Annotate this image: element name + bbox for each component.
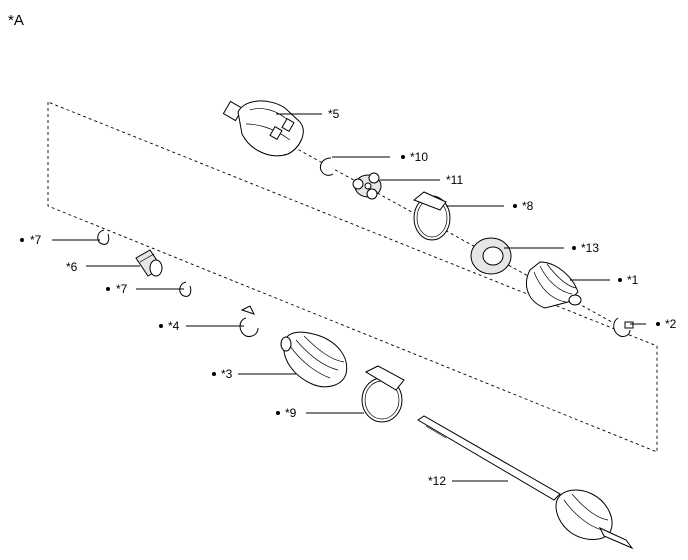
- callout-9: *9: [276, 406, 364, 420]
- callout-4-label: *4: [168, 319, 180, 333]
- callout-7-upper-label: *7: [30, 233, 42, 247]
- callout-13: *13: [504, 241, 599, 255]
- callout-2-label: *2: [665, 317, 677, 331]
- callout-8-bullet: [513, 204, 517, 208]
- callout-11-label: *11: [446, 173, 463, 187]
- part-3-outboard-boot: [280, 331, 348, 388]
- callout-8-label: *8: [522, 199, 534, 213]
- callout-7-lower-bullet: [106, 287, 110, 291]
- part-8-boot-clamp: [413, 191, 451, 241]
- callout-10-label: *10: [410, 150, 428, 164]
- part-7-ring-lower: [179, 281, 192, 297]
- callout-8: *8: [446, 199, 534, 213]
- callout-5-label: *5: [328, 107, 340, 121]
- view-label: *A: [8, 12, 24, 29]
- part-4-clamp: [239, 305, 259, 337]
- callout-9-label: *9: [285, 406, 297, 420]
- callout-2-bullet: [656, 322, 660, 326]
- part-5-joint-housing: [222, 100, 304, 157]
- callout-4: *4: [159, 319, 244, 333]
- part-11-tripod: [352, 172, 382, 200]
- callout-7-lower: *7: [106, 282, 184, 296]
- callout-3: *3: [212, 367, 296, 381]
- callout-2: *2: [630, 317, 677, 331]
- callout-6-label: *6: [66, 260, 78, 274]
- callout-3-label: *3: [221, 367, 233, 381]
- callout-6: *6: [66, 260, 140, 274]
- part-6-damper: [135, 249, 163, 277]
- callout-1: *1: [570, 273, 639, 287]
- callout-3-bullet: [212, 372, 216, 376]
- callout-4-bullet: [159, 324, 163, 328]
- callout-12-label: *12: [428, 474, 446, 488]
- part-9-boot-clamp: [361, 365, 405, 423]
- callout-7-upper-bullet: [20, 238, 24, 242]
- callout-10-bullet: [401, 155, 405, 159]
- callout-1-bullet: [618, 278, 622, 282]
- callout-11: *11: [380, 173, 463, 187]
- callout-13-label: *13: [581, 241, 599, 255]
- callout-5: *5: [276, 107, 340, 121]
- part-10-snap-ring: [319, 157, 334, 176]
- callout-13-bullet: [572, 246, 576, 250]
- callout-7-upper: *7: [20, 233, 100, 247]
- part-1-inboard-boot: [526, 261, 582, 309]
- callout-7-lower-label: *7: [116, 282, 128, 296]
- part-13-dust-deflector: [470, 237, 512, 275]
- part-2-clamp: [613, 317, 634, 337]
- part-7-ring-upper: [97, 229, 110, 245]
- part-12-drive-shaft: [417, 415, 634, 550]
- callout-1-label: *1: [627, 273, 639, 287]
- callout-12: *12: [428, 474, 508, 488]
- callout-9-bullet: [276, 411, 280, 415]
- callout-10: *10: [332, 150, 428, 164]
